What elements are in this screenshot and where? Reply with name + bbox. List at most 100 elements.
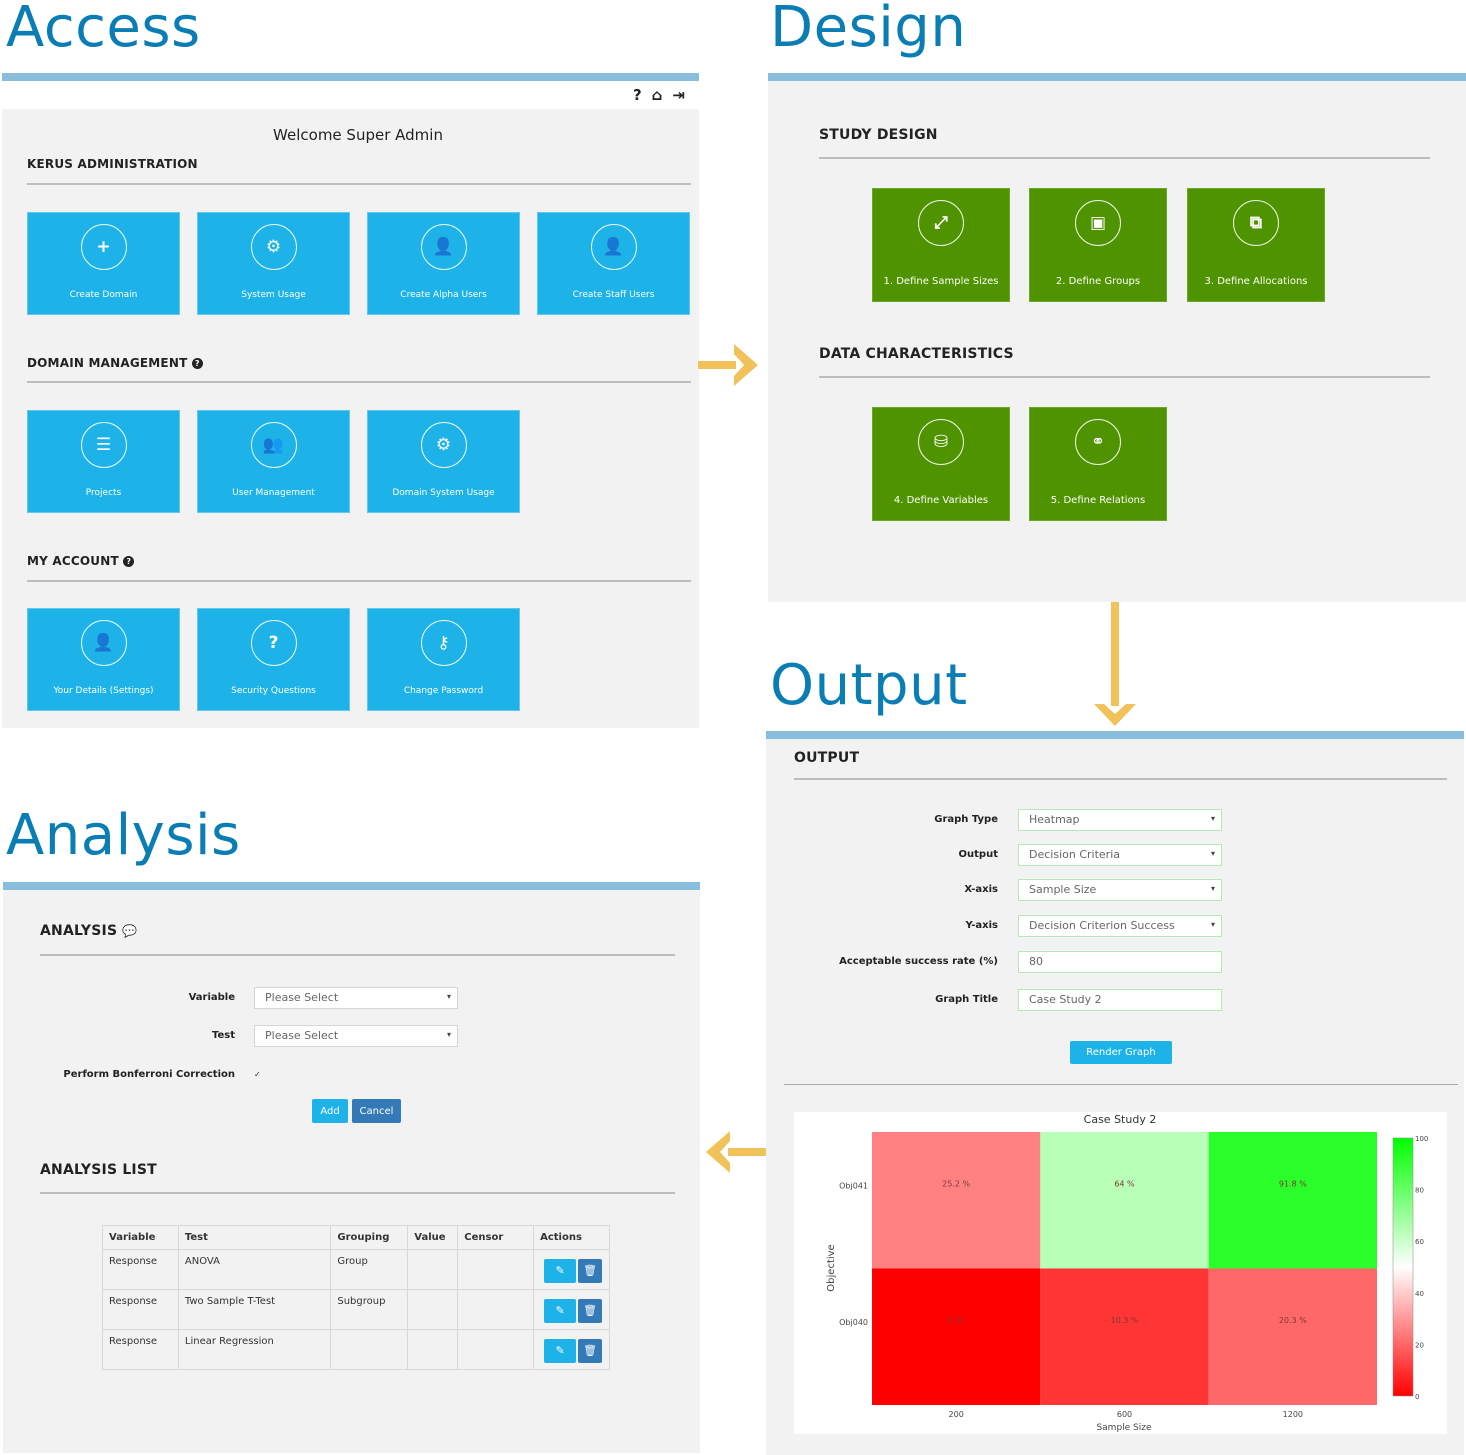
question-icon[interactable]: ?: [632, 86, 642, 104]
tile-1-define-sample-sizes[interactable]: ⤢ 1. Define Sample Sizes: [872, 188, 1010, 302]
y-axis-label: Y-axis: [965, 920, 999, 931]
x-axis-select[interactable]: Sample Size▾: [1018, 879, 1222, 901]
heatmap-cell: [1208, 1132, 1377, 1269]
admin-heading: KERUS ADMINISTRATION: [27, 157, 198, 171]
colorbar-tick-label: 20: [1415, 1341, 1424, 1349]
acceptable-success-rate-input[interactable]: 80: [1018, 951, 1222, 973]
graph-title-value: Case Study 2: [1029, 993, 1102, 1006]
tile-label: 2. Define Groups: [1055, 276, 1141, 287]
tile-2-define-groups[interactable]: ▣2. Define Groups: [1029, 188, 1167, 302]
graph-title-label: Graph Title: [935, 994, 998, 1005]
column-header: Variable: [102, 1225, 179, 1250]
tile-4-define-variables[interactable]: ⛁4. Define Variables: [872, 407, 1010, 521]
heatmap-cells: 25.2 %64 %91.8 %0 %10.3 %20.3 %: [872, 1132, 1377, 1405]
add-button[interactable]: Add: [312, 1099, 348, 1123]
caret-down-icon: ▾: [1210, 920, 1215, 929]
tile-projects[interactable]: ☰ Projects: [27, 410, 180, 513]
trash-icon[interactable]: 🗑: [578, 1259, 603, 1283]
add-user-icon: 👤: [590, 224, 637, 270]
tile-your-details-settings[interactable]: 👤Your Details (Settings): [27, 608, 180, 711]
study-design-heading: STUDY DESIGN: [819, 127, 938, 143]
cell-value-label: 64 %: [1114, 1179, 1135, 1188]
graph-type-select[interactable]: Heatmap▾: [1018, 809, 1222, 831]
home-icon[interactable]: ⌂: [651, 86, 663, 104]
output-title: Output: [770, 653, 968, 718]
user-icon: 👤: [80, 620, 127, 666]
colorbar-scale: [1392, 1137, 1414, 1397]
y-tick-label: Obj041: [839, 1181, 868, 1190]
caret-down-icon: ▾: [1210, 849, 1215, 858]
graph-title-input[interactable]: Case Study 2: [1018, 989, 1222, 1011]
actions-cell: ✎🗑: [533, 1329, 610, 1370]
output-select[interactable]: Decision Criteria▾: [1018, 844, 1222, 866]
admin-rule: [27, 183, 691, 185]
welcome-text: Welcome Super Admin: [273, 126, 443, 144]
resize-icon: ⤢: [918, 200, 964, 246]
arrow-left: [706, 1131, 766, 1173]
info-icon: ?: [191, 358, 203, 369]
tile-user-management[interactable]: 👥User Management: [197, 410, 350, 513]
output-label: Output: [958, 849, 998, 860]
tile-create-alpha-users[interactable]: 👤Create Alpha Users: [367, 212, 520, 315]
acceptable-success-rate-label: Acceptable success rate (%): [839, 956, 998, 967]
tile-label: Change Password: [403, 686, 484, 696]
table-cell: ANOVA: [177, 1249, 332, 1290]
cancel-button[interactable]: Cancel: [352, 1099, 401, 1123]
y-axis-select[interactable]: Decision Criterion Success▾: [1018, 915, 1222, 937]
tile-label: Projects: [85, 488, 122, 498]
tile-label: User Management: [232, 488, 315, 498]
render-graph-button[interactable]: Render Graph: [1070, 1041, 1172, 1064]
tile-3-define-allocations[interactable]: ⧉3. Define Allocations: [1187, 188, 1325, 302]
colorbar-tick-label: 0: [1415, 1393, 1419, 1401]
tile-label: Create Domain: [69, 290, 138, 300]
info-icon: ?: [123, 556, 135, 567]
trash-icon[interactable]: 🗑: [578, 1339, 603, 1363]
tile-system-usage[interactable]: ⚙System Usage: [197, 212, 350, 315]
domain-heading: DOMAIN MANAGEMENT ?: [27, 356, 203, 370]
output-heading: OUTPUT: [794, 750, 860, 766]
table-cell: [330, 1329, 409, 1370]
trash-icon[interactable]: 🗑: [578, 1299, 603, 1323]
analysis-heading: ANALYSIS 💬: [40, 923, 137, 939]
logout-icon[interactable]: ⇥: [672, 86, 685, 104]
caret-down-icon: ▾: [446, 992, 451, 1001]
table-cell: [407, 1329, 459, 1370]
tile-create-staff-users[interactable]: 👤Create Staff Users: [537, 212, 690, 315]
study-design-rule: [819, 157, 1430, 159]
table-cell: [457, 1329, 535, 1370]
variable-select[interactable]: Please Select ▾: [254, 987, 458, 1009]
x-tick-label: 200: [949, 1410, 964, 1419]
edit-icon[interactable]: ✎: [544, 1339, 577, 1363]
edit-icon[interactable]: ✎: [544, 1299, 577, 1323]
variable-select-value: Please Select: [265, 991, 339, 1004]
tile-label: 1. Define Sample Sizes: [883, 276, 999, 287]
bonferroni-checkbox[interactable]: ✓: [254, 1070, 261, 1079]
design-panel: [768, 73, 1466, 602]
table-cell: Response: [102, 1329, 179, 1370]
colorbar-tick-label: 80: [1415, 1187, 1424, 1195]
data-characteristics-rule: [819, 376, 1430, 378]
tile-create-domain[interactable]: + Create Domain: [27, 212, 180, 315]
access-topbar: ? ⌂ ⇥: [2, 81, 699, 109]
output-divider: [784, 1084, 1458, 1085]
actions-cell: ✎🗑: [533, 1289, 610, 1330]
tile-change-password[interactable]: ⚷Change Password: [367, 608, 520, 711]
tile-5-define-relations[interactable]: ⚭5. Define Relations: [1029, 407, 1167, 521]
tile-label: 5. Define Relations: [1050, 495, 1146, 506]
table-cell: Response: [102, 1289, 179, 1330]
arrow-down: [1094, 602, 1136, 726]
tile-security-questions[interactable]: ?Security Questions: [197, 608, 350, 711]
test-select[interactable]: Please Select▾: [254, 1025, 458, 1047]
plus-icon: +: [80, 224, 127, 270]
analysis-title: Analysis: [6, 803, 241, 868]
tile-domain-system-usage[interactable]: ⚙Domain System Usage: [367, 410, 520, 513]
comment-icon: 💬: [122, 924, 138, 938]
list-icon: ☰: [80, 422, 127, 468]
edit-icon[interactable]: ✎: [544, 1259, 577, 1283]
x-axis-label: X-axis: [964, 884, 998, 895]
